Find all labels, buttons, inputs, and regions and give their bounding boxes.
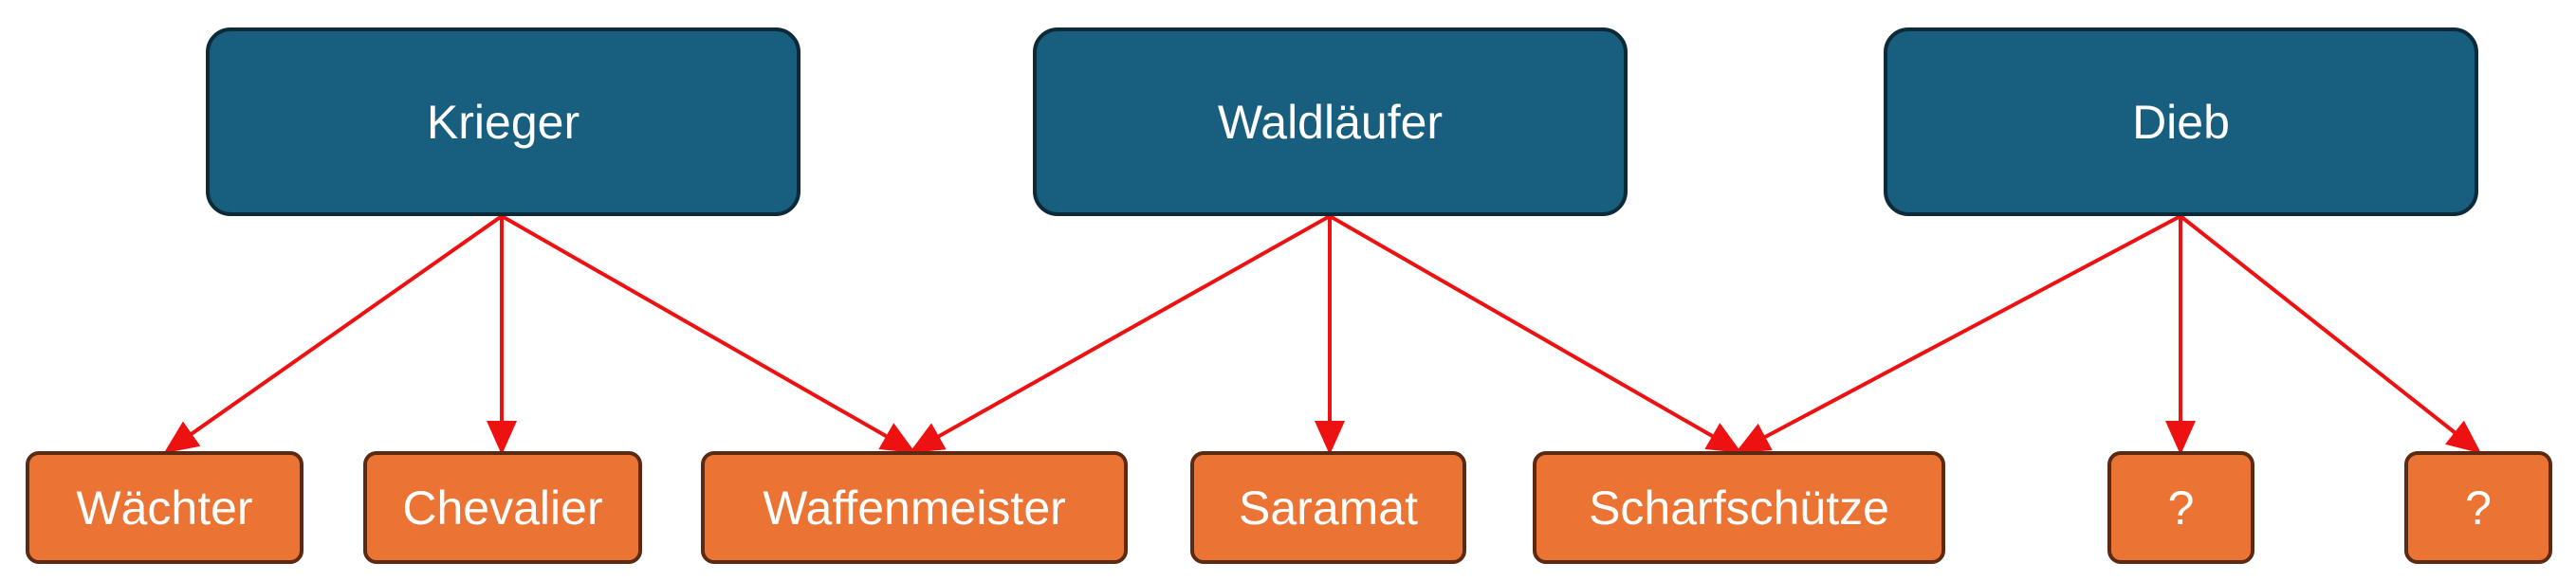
child-node-label: Wächter: [76, 481, 253, 535]
edge-krieger-to-waffenmeister: [501, 214, 916, 453]
parent-node-krieger[interactable]: Krieger: [206, 27, 800, 216]
child-node-chevalier[interactable]: Chevalier: [363, 451, 642, 564]
edge-waldlaeufer-to-waffenmeister: [909, 214, 1331, 453]
edge-dieb-to-scharfschuetze: [1735, 214, 2181, 453]
child-node-waffenmeister[interactable]: Waffenmeister: [701, 451, 1128, 564]
edge-dieb-to-unknown2: [2179, 214, 2482, 454]
parent-node-label: Krieger: [426, 95, 580, 149]
child-node-unknown-1[interactable]: ?: [2107, 451, 2254, 564]
child-node-unknown-2[interactable]: ?: [2404, 451, 2552, 564]
parent-node-dieb[interactable]: Dieb: [1884, 27, 2478, 216]
child-node-scharfschuetze[interactable]: Scharfschütze: [1533, 451, 1945, 564]
child-node-label: Scharfschütze: [1589, 481, 1889, 535]
child-node-saramat[interactable]: Saramat: [1190, 451, 1466, 564]
child-node-label: Saramat: [1239, 481, 1418, 535]
edge-krieger-to-waechter: [163, 214, 504, 454]
child-node-label: ?: [2167, 481, 2195, 535]
parent-node-label: Waldläufer: [1217, 95, 1444, 149]
child-node-label: Chevalier: [402, 481, 603, 535]
edge-waldlaeufer-to-scharfschuetze: [1329, 214, 1742, 453]
child-node-waechter[interactable]: Wächter: [26, 451, 304, 564]
child-node-label: Waffenmeister: [763, 481, 1066, 535]
child-node-label: ?: [2465, 481, 2492, 535]
parent-node-waldlaeufer[interactable]: Waldläufer: [1033, 27, 1628, 216]
parent-node-label: Dieb: [2132, 95, 2230, 149]
